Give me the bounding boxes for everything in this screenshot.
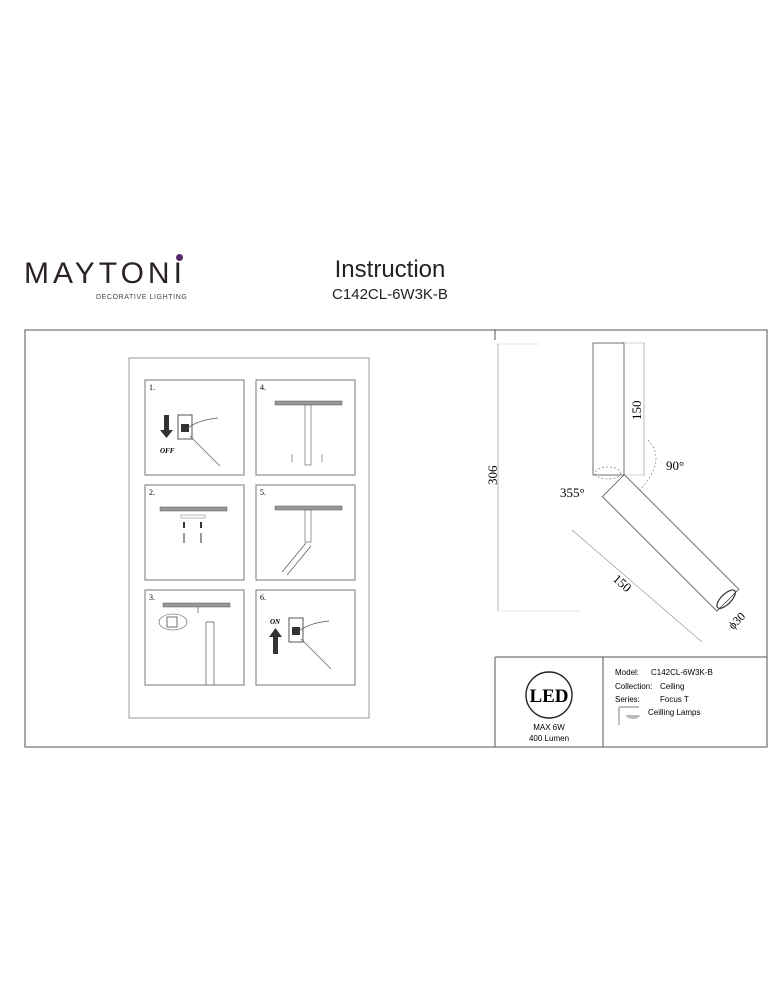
brand-logo: MAYTONI [24,257,186,290]
arrow-up-icon [269,628,282,637]
dim-rotation-angle: 355° [560,485,585,500]
spec-power: MAX 6W [533,723,565,732]
series-label: Series: [615,695,640,704]
model-label: Model: [615,668,639,677]
dim-head-length: 150 [610,571,635,595]
type-value: Ceilling Lamps [648,708,700,717]
spec-lumen: 400 Lumen [529,734,569,743]
step-label: 6. [260,593,266,602]
connector-detail [158,613,188,631]
step-label: 3. [149,593,155,602]
collection-label: Collection: [615,682,652,691]
led-badge: LED [525,671,573,719]
step-5: 5. [255,484,356,581]
step-1: 1. OFF [144,379,245,476]
model-code: C142CL-6W3K-B [332,286,448,303]
steps-box [128,357,370,719]
step-label: 2. [149,488,155,497]
lamp-body [592,342,625,476]
dim-total-height: 306 [485,465,500,485]
lamp-head [601,474,740,612]
dim-tilt-angle: 90° [666,458,684,473]
step-label: 1. [149,383,155,392]
technical-drawing: 306 150 90° 355° 150 ϕ30 [485,342,748,643]
dim-diameter: ϕ30 [725,609,748,632]
spec-table: Model: C142CL-6W3K-B Collection: Ceiling… [615,668,713,725]
ceiling-lamp-icon [618,706,640,725]
series-value: Focus T [660,695,689,704]
brand-tagline: DECORATIVE LIGHTING [96,294,188,301]
step-label: 4. [260,383,266,392]
model-value: C142CL-6W3K-B [651,668,713,677]
hand-icon [298,620,332,670]
step-4: 4. [255,379,356,476]
switch-on-label: ON [270,618,281,626]
arrow-up-icon [291,454,323,462]
collection-value: Ceiling [660,682,684,691]
step-6: 6. ON [255,589,356,686]
frame [24,329,768,748]
led-badge-label: LED [529,686,568,707]
dim-body-length: 150 [629,401,644,421]
brand-logo-dot [176,254,183,261]
page-title: Instruction [334,256,446,283]
step-3: 3. [144,589,245,686]
hand-icon [187,417,221,467]
screw-icon [183,533,202,543]
step-label: 5. [260,488,266,497]
arrow-down-icon [160,430,173,438]
switch-off-label: OFF [160,447,175,455]
step-2: 2. [144,484,245,581]
